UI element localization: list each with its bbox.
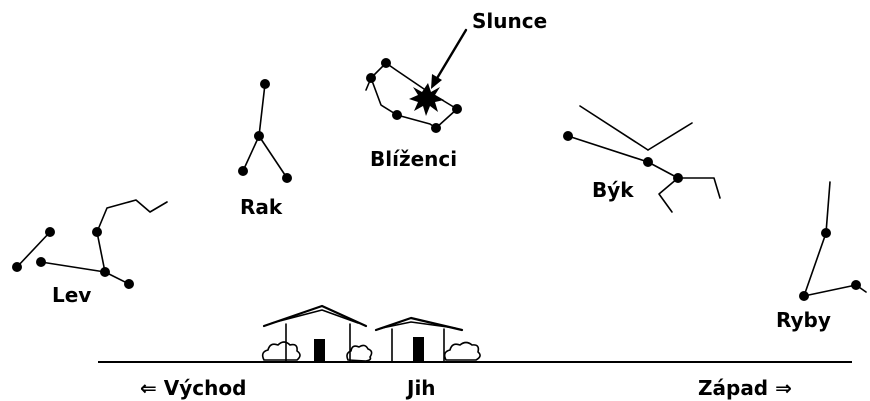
byk-lines	[658, 177, 679, 213]
star-dot	[381, 58, 391, 68]
label-ryby: Ryby	[776, 308, 831, 332]
constellation-lev: Lev	[12, 199, 168, 307]
star-dot	[238, 166, 248, 176]
star-dot	[12, 262, 22, 272]
house-roof	[374, 316, 464, 332]
lev-lines	[16, 231, 51, 268]
star-dot	[36, 257, 46, 267]
star-dot	[431, 123, 441, 133]
star-dot	[366, 73, 376, 83]
sun-arrow	[434, 28, 468, 82]
star-dot	[45, 227, 55, 237]
house-right	[374, 316, 464, 363]
star-dot	[92, 227, 102, 237]
sun: Slunce	[409, 9, 547, 116]
star-dot	[100, 267, 110, 277]
label-west: Západ ⇒	[698, 376, 792, 400]
byk-lines	[579, 105, 649, 151]
sun-icon	[409, 83, 444, 116]
house-door	[413, 337, 424, 362]
house-left	[262, 304, 368, 363]
star-dot	[821, 228, 831, 238]
constellation-blizenci: Blíženci	[365, 58, 462, 171]
byk-lines	[647, 122, 693, 151]
house-roof	[271, 309, 359, 324]
label-east: ⇐ Východ	[140, 376, 246, 400]
label-south: Jih	[405, 376, 436, 400]
lev-lines	[96, 199, 168, 273]
label-rak: Rak	[240, 195, 283, 219]
star-dot	[851, 280, 861, 290]
bush-outline	[261, 341, 301, 361]
star-dot	[254, 131, 264, 141]
star-dot	[392, 110, 402, 120]
bush-middle	[346, 344, 373, 362]
label-byk: Býk	[592, 178, 634, 202]
bush-left	[261, 341, 301, 361]
bush-outline	[346, 344, 373, 362]
star-dot	[124, 279, 134, 289]
star-dot	[452, 104, 462, 114]
house-roof	[262, 304, 368, 328]
byk-lines	[567, 135, 721, 199]
house-roof	[381, 321, 456, 329]
star-dot	[799, 291, 809, 301]
label-lev: Lev	[52, 283, 91, 307]
house-door	[314, 339, 325, 362]
star-dot	[673, 173, 683, 183]
constellation-byk: Býk	[563, 105, 721, 213]
label-slunce: Slunce	[472, 9, 547, 33]
constellation-rak: Rak	[238, 79, 292, 219]
sun-arrow-head	[431, 74, 442, 89]
bush-right	[443, 341, 481, 361]
lev-lines	[40, 261, 130, 285]
rak-lines	[258, 83, 266, 137]
rak-lines	[242, 135, 288, 179]
star-dot	[643, 157, 653, 167]
label-blizenci: Blíženci	[370, 147, 457, 171]
star-dot	[563, 131, 573, 141]
constellation-ryby: Ryby	[776, 181, 867, 332]
star-dot	[260, 79, 270, 89]
star-dot	[282, 173, 292, 183]
bush-outline	[443, 341, 481, 361]
ryby-lines	[803, 181, 867, 297]
